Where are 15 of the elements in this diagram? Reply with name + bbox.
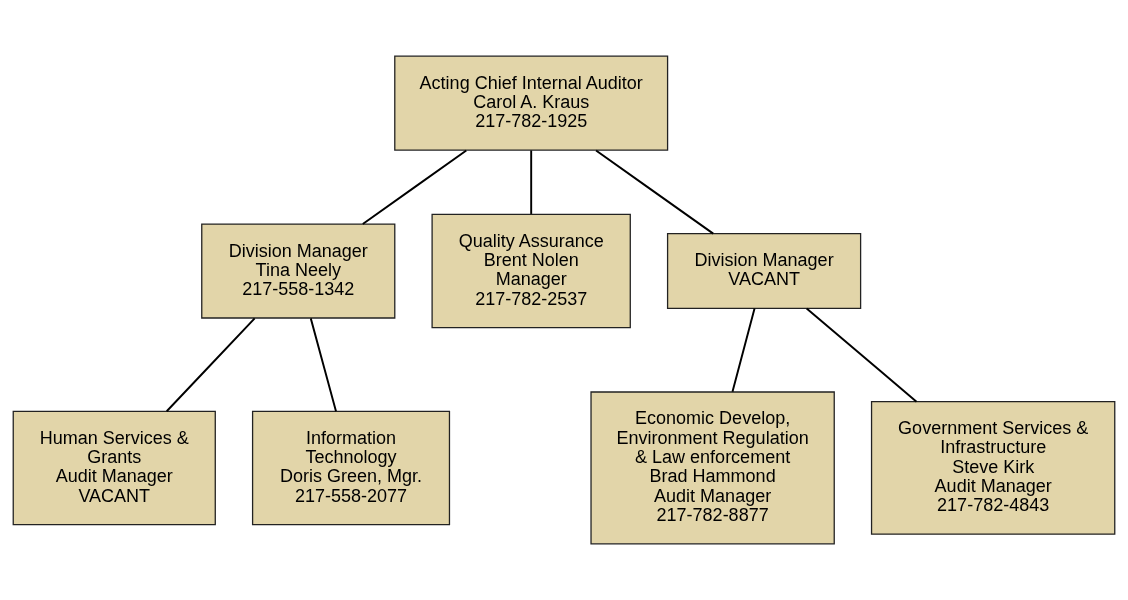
- node-box: Quality Assurance Brent Nolen Manager 217-782-2537: [431, 213, 631, 329]
- connector: [805, 307, 918, 403]
- connector: [165, 317, 256, 413]
- node-box: Human Services & Grants Audit Manager VACANT: [12, 410, 216, 526]
- connector: [595, 149, 715, 235]
- node-box: Economic Develop, Environment Regulation & Law enforcement Brad Hammond Audit Manager 217-782-8877: [590, 391, 835, 545]
- node-box: Government Services & Infrastructure Steve Kirk Audit Manager 217-782-4843: [870, 401, 1116, 535]
- connector: [530, 149, 533, 215]
- connector: [309, 317, 337, 413]
- connector: [361, 149, 468, 225]
- node-box: Acting Chief Internal Auditor Carol A. Kraus 217-782-1925: [394, 55, 669, 151]
- node-box: Information Technology Doris Green, Mgr. 217-558-2077: [251, 410, 451, 526]
- connector: [731, 307, 756, 393]
- node-box: Division Manager VACANT: [666, 233, 862, 309]
- node-box: Division Manager Tina Neely 217-558-1342: [201, 223, 396, 319]
